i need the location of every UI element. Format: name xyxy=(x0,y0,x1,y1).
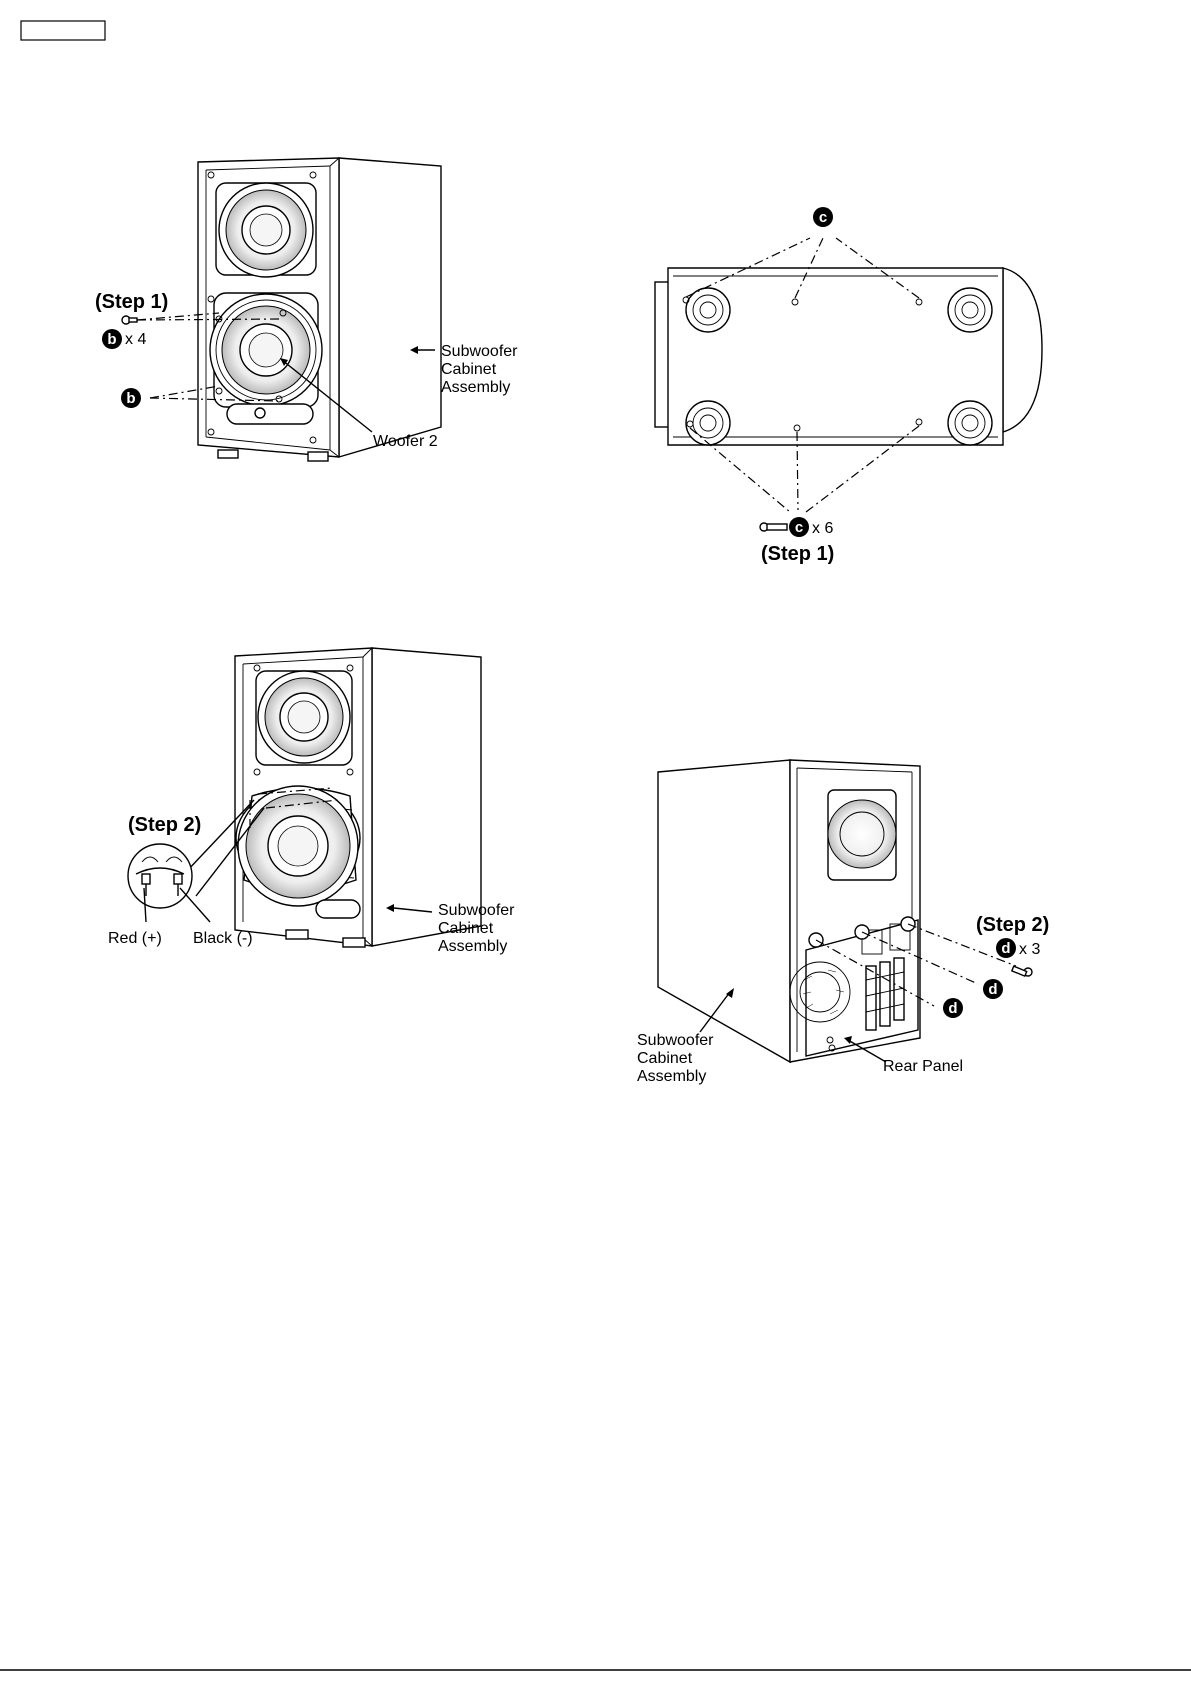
screw-d-count: x 3 xyxy=(1019,941,1040,958)
fig3-cabinet-label-line1: Subwoofer xyxy=(438,902,515,919)
upper-woofer xyxy=(216,183,316,277)
black-minus-label: Black (-) xyxy=(193,930,253,947)
screw-c-count: x 6 xyxy=(812,520,833,537)
fig4-cabinet-label-line2: Cabinet xyxy=(637,1050,693,1067)
figure-2-cabinet-bottom-view: c c x 6 (Step 1) xyxy=(655,207,1042,565)
upper-woofer xyxy=(256,671,352,765)
foot-bottom-right xyxy=(948,401,992,445)
figure-3-woofer-wire-disconnect: (Step 2) Red (+) Black (-) Subwoofer Cab… xyxy=(108,648,515,955)
rear-panel xyxy=(790,917,918,1056)
fig1-cabinet-label-line3: Assembly xyxy=(441,379,510,396)
callout-d-badge-1-letter: d xyxy=(988,981,997,998)
fig1-cabinet-label-line1: Subwoofer xyxy=(441,343,518,360)
fig3-step-label: (Step 2) xyxy=(128,814,201,836)
callout-d-badge-2-letter: d xyxy=(948,1000,957,1017)
woofer-2-label: Woofer 2 xyxy=(373,433,438,450)
fig4-step-label: (Step 2) xyxy=(976,914,1049,936)
red-plus-label: Red (+) xyxy=(108,930,162,947)
screw-b-badge-letter: b xyxy=(107,331,116,348)
screw-icon xyxy=(760,523,787,531)
fig3-cabinet-label-line2: Cabinet xyxy=(438,920,494,937)
rear-panel-label: Rear Panel xyxy=(883,1058,963,1075)
screw-icon xyxy=(122,316,137,324)
foot-top-left xyxy=(686,288,730,332)
fig4-cabinet-label-line3: Assembly xyxy=(637,1068,706,1085)
woofer-2 xyxy=(210,293,322,424)
fig1-cabinet-label-line2: Cabinet xyxy=(441,361,497,378)
callout-b-badge-letter: b xyxy=(126,390,135,407)
screw-icon xyxy=(1012,966,1032,976)
fig2-step-label: (Step 1) xyxy=(761,543,834,565)
page-id-box xyxy=(21,21,105,40)
fig4-cabinet-label-line1: Subwoofer xyxy=(637,1032,714,1049)
screw-d-badge-letter: d xyxy=(1001,940,1010,957)
figure-1-woofer-removal: (Step 1) b x 4 b Subwoofer Cabinet Assem… xyxy=(95,158,518,461)
screw-c-badge-letter: c xyxy=(795,519,803,536)
figure-4-rear-panel-removal: (Step 2) d x 3 d d Subwoofer Cabinet Ass… xyxy=(637,760,1049,1085)
rear-woofer xyxy=(828,790,896,880)
screw-b-count: x 4 xyxy=(125,331,146,348)
top-c-badge-letter: c xyxy=(819,209,827,226)
foot-top-right xyxy=(948,288,992,332)
fig3-cabinet-label-line3: Assembly xyxy=(438,938,507,955)
fig1-step-label: (Step 1) xyxy=(95,291,168,313)
